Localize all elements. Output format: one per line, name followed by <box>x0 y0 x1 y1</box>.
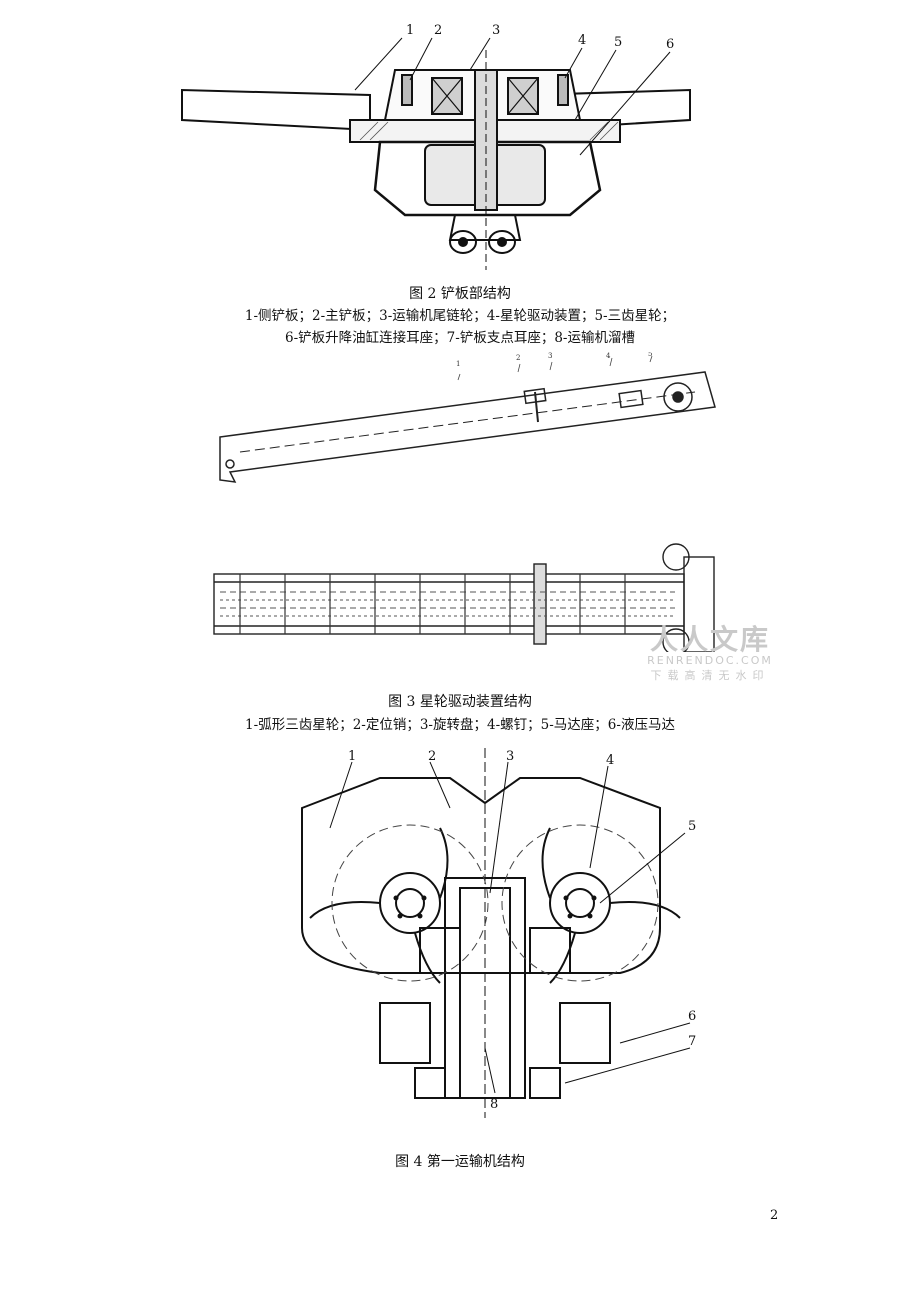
fig2-callout-4: 4 <box>578 33 586 48</box>
fig3-callout-4: 4 <box>606 352 611 360</box>
watermark-domain: RENRENDOC.COM <box>647 654 773 667</box>
fig2-callout-1: 1 <box>406 23 414 38</box>
conveyor-drawing-svg: 1 2 3 4 5 <box>213 352 716 652</box>
figure-bottom-shovel-plan: 1 2 3 4 5 6 7 8 <box>290 748 710 1128</box>
fig3-callout-1: 1 <box>456 360 460 368</box>
page-number: 2 <box>770 1208 779 1223</box>
fig2-callout-5: 5 <box>614 35 622 50</box>
figure-3-caption: 图 3 星轮驱动装置结构 <box>388 694 532 710</box>
watermark-title: 人人文库 <box>649 623 770 656</box>
fig2-callout-2: 2 <box>434 23 442 38</box>
figure-2-legend: 1-侧铲板；2-主铲板；3-运输机尾链轮；4-星轮驱动装置；5-三齿星轮； 6-… <box>0 305 920 349</box>
fig3-callout-2: 2 <box>516 354 520 362</box>
figure-3-legend-line-1: 1-弧形三齿星轮；2-定位销；3-旋转盘；4-螺钉；5-马达座；6-液压马达 <box>245 717 675 733</box>
figure-4-caption: 图 4 第一运输机结构 <box>395 1154 525 1170</box>
fig4-callout-2: 2 <box>428 749 436 764</box>
fig4-callout-8: 8 <box>490 1097 498 1112</box>
fig3-callout-5: 5 <box>648 352 652 358</box>
figure-3-legend: 1-弧形三齿星轮；2-定位销；3-旋转盘；4-螺钉；5-马达座；6-液压马达 <box>0 714 920 736</box>
figure-2-legend-line-2: 6-铲板升降油缸连接耳座；7-铲板支点耳座；8-运输机溜槽 <box>285 330 635 346</box>
fig3-callout-3: 3 <box>548 352 552 360</box>
fig4-callout-3: 3 <box>506 749 514 764</box>
figure-middle-conveyor-drawing: 1 2 3 4 5 <box>200 352 740 652</box>
fig4-callout-4: 4 <box>606 753 614 768</box>
shovel-plan-svg: 1 2 3 4 5 6 7 8 <box>301 748 696 1118</box>
fig4-callout-7: 7 <box>688 1034 696 1049</box>
fig2-callout-3: 3 <box>492 23 500 38</box>
figure-2-caption: 图 2 铲板部结构 <box>409 286 511 302</box>
figure-2-legend-line-1: 1-侧铲板；2-主铲板；3-运输机尾链轮；4-星轮驱动装置；5-三齿星轮； <box>244 308 676 324</box>
section-drawing-svg: 1 2 3 4 5 6 <box>181 23 691 270</box>
watermark-slogan: 下载高清无水印 <box>650 669 770 682</box>
fig2-callout-6: 6 <box>666 37 674 52</box>
watermark: 人人文库 RENRENDOC.COM 下载高清无水印 <box>640 618 780 683</box>
fig4-callout-6: 6 <box>688 1009 696 1024</box>
fig4-callout-1: 1 <box>348 749 356 764</box>
figure-top-section-drawing: 1 2 3 4 5 6 <box>170 10 710 270</box>
fig4-callout-5: 5 <box>688 819 696 834</box>
